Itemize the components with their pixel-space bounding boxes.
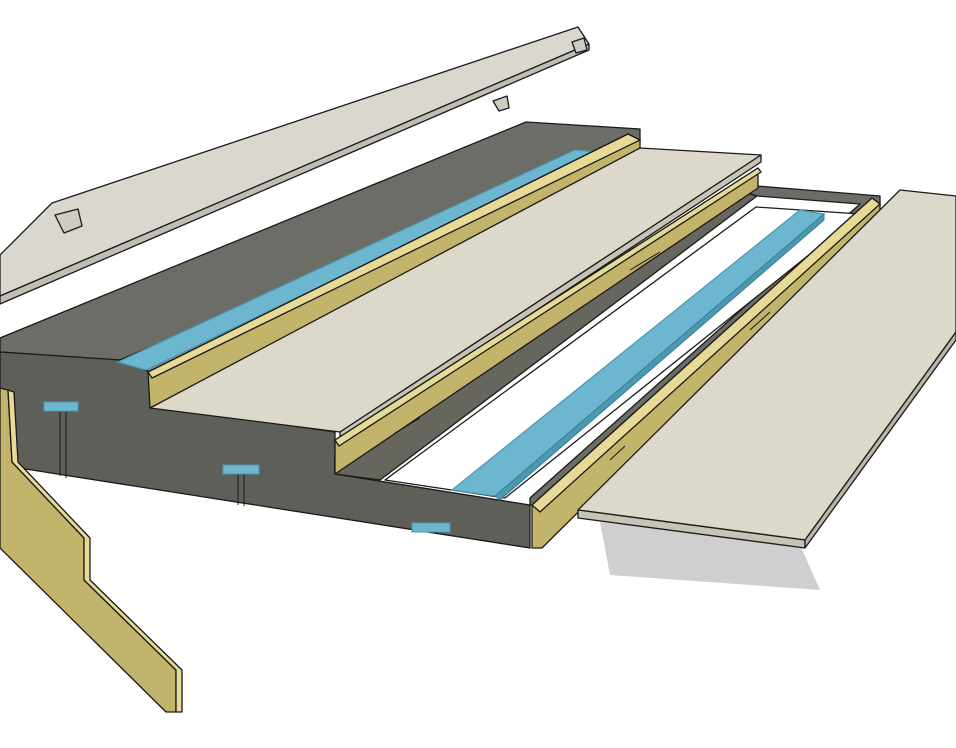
floor-panel-shadow bbox=[600, 522, 820, 590]
left-panel-edge bbox=[7, 389, 183, 713]
slot-line bbox=[609, 445, 626, 461]
lid-tab bbox=[492, 95, 510, 112]
lid-front-edge bbox=[0, 43, 590, 305]
left-yellow-side-panel[interactable] bbox=[0, 387, 183, 713]
slot-line bbox=[629, 251, 661, 271]
hinged-lid[interactable] bbox=[0, 26, 590, 305]
lower-tray-blue-strip[interactable] bbox=[450, 209, 826, 501]
middle-tier-yellow-front[interactable] bbox=[334, 167, 762, 475]
yellow-side-edge bbox=[531, 197, 881, 513]
blue-mounting-clip[interactable] bbox=[43, 401, 79, 412]
right-yellow-side-panel[interactable] bbox=[531, 197, 881, 549]
blue-mounting-clip[interactable] bbox=[411, 522, 451, 533]
slot-line bbox=[394, 417, 421, 434]
detached-floor-panel[interactable] bbox=[577, 189, 956, 549]
yellow-front-edge bbox=[334, 167, 762, 447]
lid-tab bbox=[54, 208, 83, 234]
blue-mounting-clip[interactable] bbox=[222, 464, 260, 475]
slot-line bbox=[749, 311, 771, 331]
floor-panel-side-edge bbox=[804, 331, 956, 549]
lid-tab bbox=[571, 37, 588, 54]
blue-strip-edge bbox=[494, 212, 825, 501]
yellow-front-edge bbox=[147, 133, 641, 379]
